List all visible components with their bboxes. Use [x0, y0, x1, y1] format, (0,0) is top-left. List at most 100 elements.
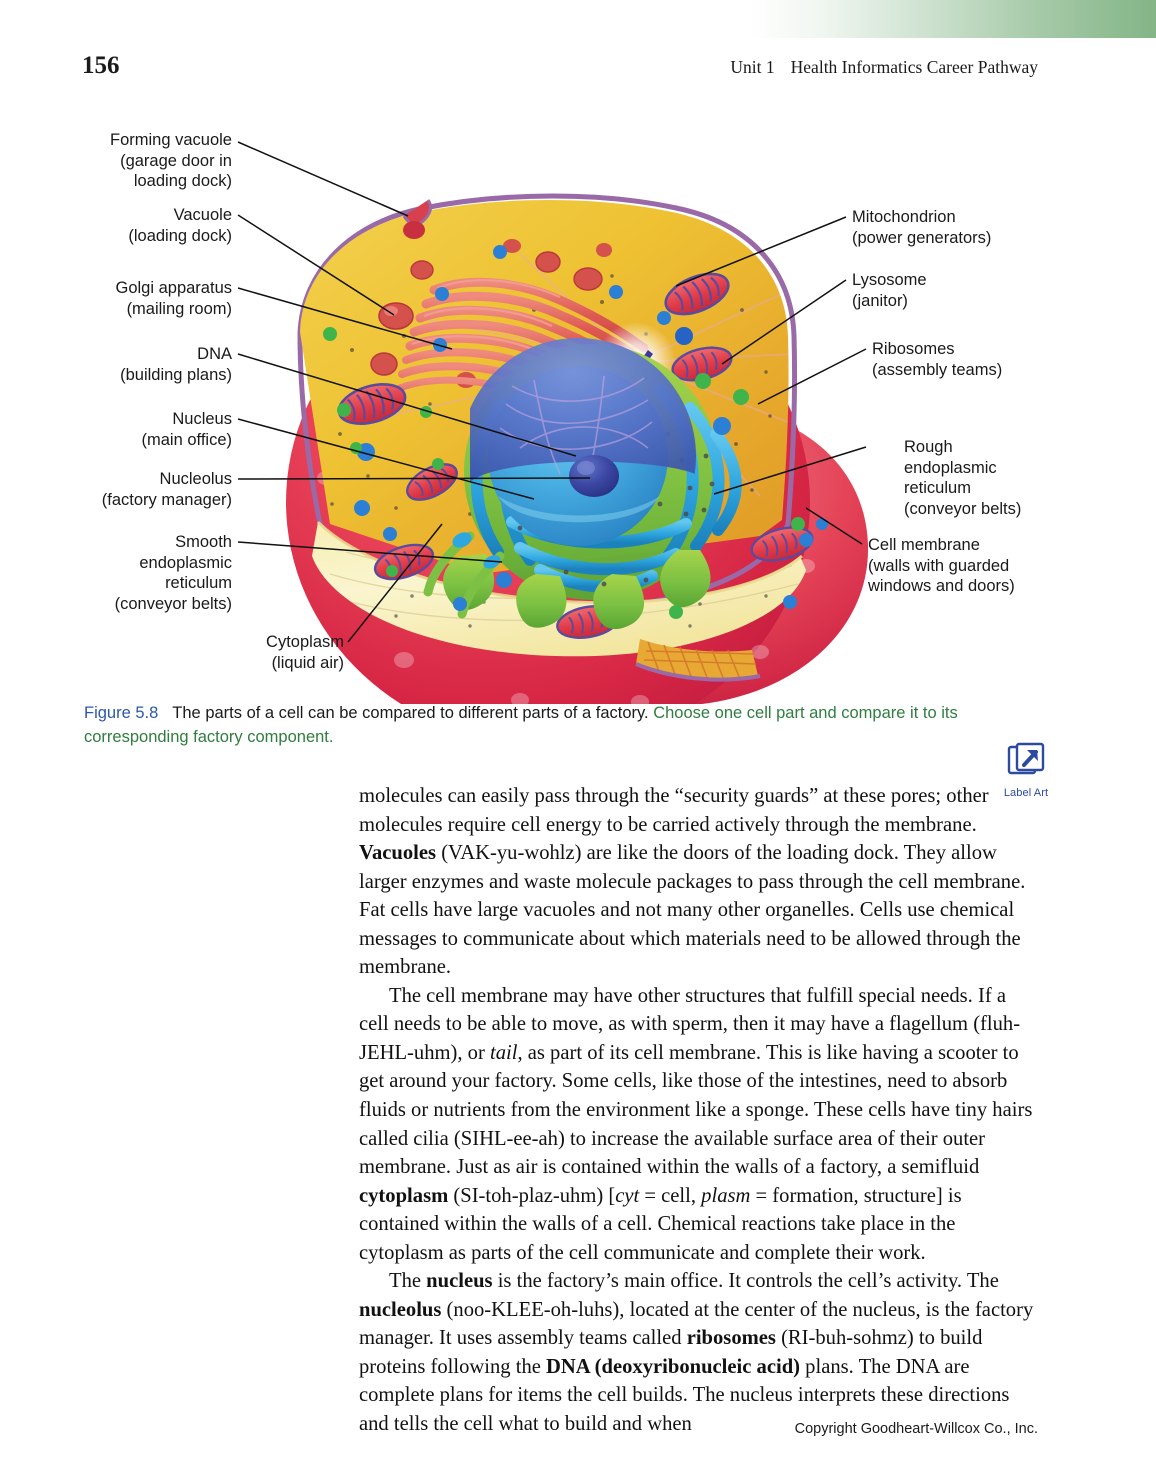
- membrane-cutaway-wedge: [635, 639, 761, 682]
- cell-diagram: Forming vacuole (garage door in loading do…: [0, 104, 1156, 704]
- label-text: (building plans): [120, 365, 232, 384]
- label-text: Smooth: [175, 533, 232, 551]
- label-rough-er: Rough endoplasmic reticulum (conveyor belts…: [904, 437, 1124, 519]
- p1-b: (VAK-yu-wohlz) are like the doors of the…: [359, 842, 1026, 979]
- label-art-caption: Label Art: [1003, 787, 1049, 799]
- label-smooth-er: Smooth endoplasmic reticulum (conveyor belt…: [28, 532, 232, 614]
- label-text: Nucleus: [172, 410, 232, 428]
- lysosome: [695, 373, 711, 389]
- label-text: Nucleolus: [159, 470, 232, 488]
- label-ribosomes: Ribosomes (assembly teams): [872, 339, 1092, 380]
- body-text-column: molecules can easily pass through the “s…: [359, 782, 1035, 1439]
- p1-a: molecules can easily pass through the “s…: [359, 785, 989, 836]
- label-golgi-apparatus: Golgi apparatus (mailing room): [28, 278, 233, 319]
- lysosome: [323, 327, 337, 341]
- label-text: Ribosomes: [872, 340, 955, 358]
- p2-b: , as part of its cell membrane. This is …: [359, 1041, 1033, 1179]
- label-text: (assembly teams): [872, 360, 1003, 379]
- paragraph-2: The cell membrane may have other structu…: [359, 982, 1035, 1267]
- p2-e: = formation, structure] is contained wit…: [359, 1184, 962, 1264]
- figure-caption-prompt: Choose one cell part and compare it to i…: [84, 704, 958, 746]
- label-text: loading dock): [133, 172, 232, 190]
- label-text: Golgi apparatus: [115, 279, 233, 297]
- page-number: 156: [82, 52, 120, 79]
- lysosome: [420, 406, 432, 418]
- root-plasm: plasm: [701, 1184, 751, 1207]
- label-text: (mailing room): [126, 299, 232, 318]
- label-text: reticulum: [904, 479, 971, 497]
- paragraph-3: The nucleus is the factory’s main office…: [359, 1267, 1035, 1438]
- label-text: windows and doors): [868, 577, 1015, 595]
- label-text: (conveyor belts): [114, 594, 232, 613]
- paragraph-1: molecules can easily pass through the “s…: [359, 782, 1035, 982]
- nucleus: [470, 338, 696, 546]
- label-text: (liquid air): [271, 653, 344, 672]
- lysosome: [386, 565, 398, 577]
- label-text: (janitor): [852, 291, 908, 310]
- p2-c: (SI-toh-plaz-uhm) [: [448, 1184, 616, 1207]
- running-head-title: Health Informatics Career Pathway: [790, 57, 1038, 77]
- p2-a: The cell membrane may have other structu…: [359, 984, 1021, 1064]
- figure-5-8: Forming vacuole (garage door in loading do…: [0, 104, 1156, 799]
- label-text: endoplasmic: [904, 458, 997, 477]
- label-mitochondrion: Mitochondrion (power generators): [852, 207, 1082, 248]
- term-nucleus: nucleus: [426, 1270, 493, 1293]
- copyright-footer: Copyright Goodheart-Willcox Co., Inc.: [794, 1421, 1038, 1437]
- external-link-arrow-icon[interactable]: [1006, 741, 1046, 781]
- leader-lines: [237, 141, 867, 643]
- nucleolus: [569, 455, 619, 497]
- label-text: reticulum: [165, 574, 232, 592]
- cell-illustration: [237, 141, 869, 704]
- term-cytoplasm: cytoplasm: [359, 1184, 449, 1207]
- p3-e: plans. The DNA are complete plans for it…: [359, 1355, 1010, 1436]
- term-ribosomes: ribosomes: [686, 1327, 776, 1350]
- label-text: (conveyor belts): [904, 499, 1022, 518]
- label-cytoplasm: Cytoplasm (liquid air): [140, 632, 344, 673]
- label-lysosome: Lysosome (janitor): [852, 270, 1082, 311]
- term-dna: DNA (deoxyribonucleic acid): [546, 1355, 801, 1378]
- root-cyt: cyt: [615, 1184, 640, 1207]
- label-text: Mitochondrion: [852, 208, 956, 226]
- label-text: (loading dock): [128, 226, 232, 245]
- term-vacuoles: Vacuoles: [359, 842, 437, 865]
- p3-d: (RI-buh-sohmz) to build proteins followi…: [359, 1327, 983, 1378]
- lysosome: [791, 517, 805, 531]
- label-dna: DNA (building plans): [36, 344, 232, 385]
- label-text: (garage door in: [120, 151, 232, 170]
- label-text: Cell membrane: [868, 536, 980, 554]
- label-text: endoplasmic: [139, 553, 232, 572]
- p3-c: (noo-KLEE-oh-luhs), located at the cente…: [359, 1298, 1034, 1350]
- smooth-er-vesicles: [452, 532, 501, 569]
- figure-caption: Figure 5.8 The parts of a cell can be com…: [84, 701, 1036, 749]
- label-text: Cytoplasm: [266, 633, 344, 651]
- figure-number: Figure 5.8: [84, 704, 159, 722]
- label-text: Vacuole: [173, 206, 232, 224]
- label-cell-membrane: Cell membrane (walls with guarded windows …: [868, 535, 1098, 597]
- label-text: (main office): [141, 430, 232, 449]
- term-tail: tail: [489, 1041, 518, 1064]
- label-text: Forming vacuole: [110, 131, 232, 149]
- label-text: DNA: [197, 345, 232, 363]
- decorative-corner-bar: [748, 0, 1156, 38]
- figure-caption-body: The parts of a cell can be compared to d…: [172, 704, 649, 722]
- p2-d: = cell,: [639, 1184, 702, 1207]
- label-text: (factory manager): [101, 490, 232, 509]
- p3-a: The: [389, 1270, 427, 1293]
- label-text: Rough: [904, 438, 953, 456]
- label-text: Lysosome: [852, 271, 927, 289]
- label-art-badge[interactable]: Label Art: [995, 741, 1057, 799]
- lysosome: [733, 389, 749, 405]
- term-nucleolus: nucleolus: [359, 1298, 442, 1321]
- label-nucleus: Nucleus (main office): [36, 409, 232, 450]
- vesicles-and-lysosomes: [323, 245, 828, 619]
- lysosome: [669, 605, 683, 619]
- label-text: (power generators): [852, 228, 992, 247]
- lysosome: [432, 458, 444, 470]
- p3-b: is the factory’s main office. It control…: [492, 1270, 999, 1293]
- lysosome: [337, 403, 351, 417]
- label-text: (walls with guarded: [868, 556, 1010, 575]
- label-nucleolus: Nucleolus (factory manager): [24, 469, 232, 510]
- label-forming-vacuole: Forming vacuole (garage door in loading do…: [36, 130, 232, 192]
